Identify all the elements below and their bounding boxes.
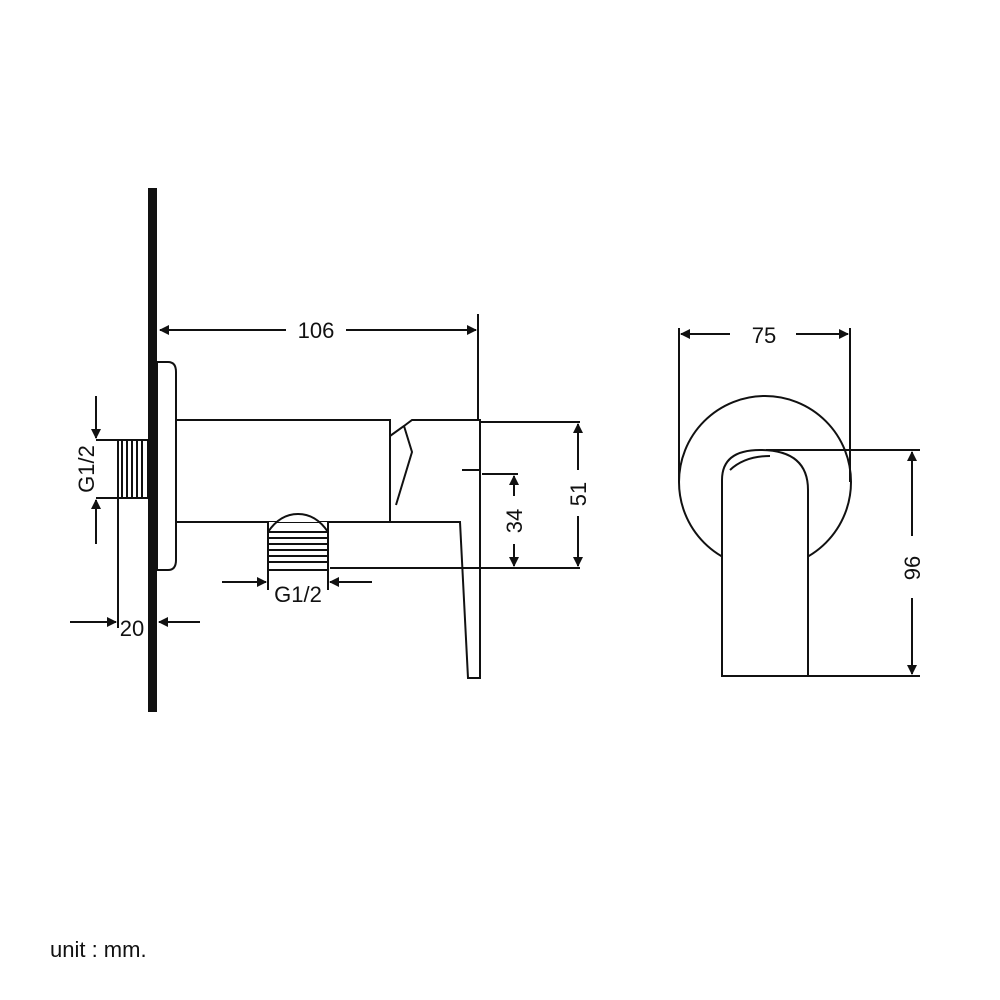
handle-front [721, 448, 809, 677]
valve-body [175, 419, 391, 523]
side-dimensions [70, 314, 583, 628]
dim-width-label: 75 [752, 323, 776, 348]
dim-wall-depth-label: 20 [120, 616, 144, 641]
unit-note: unit : mm. [50, 937, 147, 962]
dim-length-label: 106 [298, 318, 335, 343]
dim-inlet-thread-label: G1/2 [74, 445, 99, 493]
escutcheon-flange [156, 361, 177, 571]
dim-outlet-thread-label: G1/2 [274, 582, 322, 607]
side-view [117, 188, 481, 712]
dim-front-height-label: 96 [900, 556, 925, 580]
handle-lever [389, 419, 481, 679]
front-dimensions [678, 328, 920, 677]
dim-handle-height-label: 51 [566, 482, 591, 506]
front-view [678, 395, 852, 677]
wall-line [148, 188, 157, 712]
outlet-nipple [267, 512, 329, 571]
inlet-thread [117, 439, 149, 499]
dim-outlet-height-label: 34 [502, 509, 527, 533]
